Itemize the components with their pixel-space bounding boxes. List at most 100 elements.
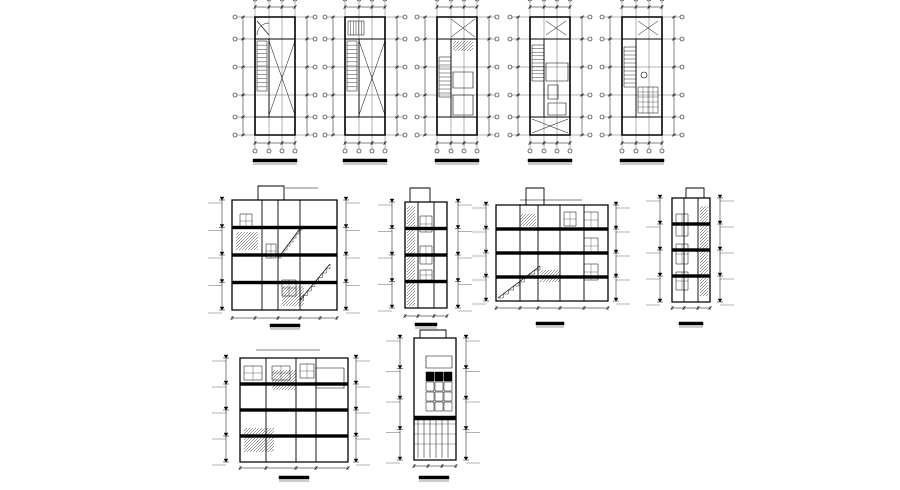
level-markers bbox=[343, 197, 360, 313]
exterior-wall bbox=[437, 17, 477, 135]
grid-bubble bbox=[293, 0, 297, 1]
window-opening bbox=[676, 244, 688, 264]
grid-bubble bbox=[660, 0, 664, 1]
grid-bubble bbox=[660, 149, 664, 153]
elevations-row bbox=[212, 330, 480, 481]
grid-bubble bbox=[508, 115, 512, 119]
floor-finish bbox=[453, 41, 473, 51]
hatch-pattern bbox=[520, 214, 536, 226]
window-opening bbox=[300, 364, 314, 378]
dimension-line bbox=[254, 141, 297, 145]
balcony bbox=[316, 368, 344, 388]
window-opening bbox=[240, 214, 252, 228]
grid-bubble bbox=[508, 15, 512, 19]
grid-bubble bbox=[233, 15, 237, 19]
grid-bubble bbox=[588, 133, 592, 137]
floor-plan-5 bbox=[600, 0, 684, 164]
facade-window bbox=[426, 402, 434, 411]
grid-bubble bbox=[495, 15, 499, 19]
window-opening bbox=[676, 272, 688, 290]
window-opening bbox=[584, 212, 598, 228]
window-opening bbox=[584, 264, 598, 280]
grid-bubble bbox=[233, 37, 237, 41]
grid-bubble bbox=[462, 0, 466, 1]
section-a bbox=[208, 186, 360, 329]
grid-bubble bbox=[323, 115, 327, 119]
dimension-line bbox=[436, 141, 479, 145]
view-title-bar bbox=[528, 159, 572, 162]
stair-run bbox=[439, 57, 451, 97]
window-opening bbox=[420, 246, 432, 264]
grid-bubble bbox=[542, 149, 546, 153]
level-markers bbox=[455, 199, 472, 311]
dimension-line bbox=[608, 16, 612, 137]
grid-bubble bbox=[253, 0, 257, 1]
exterior-wall bbox=[530, 17, 570, 135]
view-title-bar bbox=[343, 159, 387, 162]
floor-slab bbox=[232, 226, 337, 229]
grid-bubble bbox=[280, 149, 284, 153]
grid-bubble bbox=[528, 0, 532, 1]
grid-bubble bbox=[495, 37, 499, 41]
grid-bubble bbox=[293, 149, 297, 153]
facade-window bbox=[444, 402, 452, 411]
grid-bubble bbox=[415, 65, 419, 69]
level-markers bbox=[717, 195, 734, 305]
grid-bubble bbox=[680, 15, 684, 19]
section-stair bbox=[278, 226, 302, 258]
dimension-line bbox=[254, 5, 297, 9]
grid-bubble bbox=[313, 115, 317, 119]
roof-stair-box bbox=[410, 188, 430, 202]
facade-window bbox=[426, 372, 434, 381]
view-title-bar bbox=[253, 159, 297, 162]
level-markers bbox=[378, 199, 395, 311]
view-title-bar bbox=[620, 159, 664, 162]
facade-window bbox=[444, 382, 452, 391]
grid-bubble bbox=[680, 133, 684, 137]
floor-plan-3 bbox=[415, 0, 499, 164]
grid-bubble bbox=[555, 0, 559, 1]
grid-bubble bbox=[233, 115, 237, 119]
floor-plans-row bbox=[233, 0, 684, 164]
roof-stair-box bbox=[258, 186, 284, 200]
dimension-line bbox=[621, 141, 664, 145]
floor-slab bbox=[496, 228, 608, 231]
grid-bubble bbox=[620, 0, 624, 1]
level-markers bbox=[386, 335, 403, 463]
grid-bubble bbox=[495, 65, 499, 69]
grid-bubble bbox=[680, 65, 684, 69]
grid-bubble bbox=[435, 0, 439, 1]
dimension-line bbox=[671, 306, 712, 310]
grid-bubble bbox=[383, 0, 387, 1]
grid-bubble bbox=[495, 93, 499, 97]
facade-window bbox=[426, 382, 434, 391]
exterior-wall bbox=[345, 17, 385, 135]
dimension-line bbox=[239, 466, 350, 470]
void-below bbox=[546, 21, 566, 35]
floor-slab bbox=[240, 409, 348, 412]
grid-bubble bbox=[600, 93, 604, 97]
grid-bubble bbox=[508, 93, 512, 97]
bathroom bbox=[546, 63, 568, 81]
void-below bbox=[269, 41, 295, 115]
grid-bubble bbox=[680, 93, 684, 97]
level-markers bbox=[353, 355, 370, 465]
grid-bubble bbox=[508, 133, 512, 137]
grid-bubble bbox=[253, 149, 257, 153]
grid-bubble bbox=[634, 0, 638, 1]
grid-bubble bbox=[528, 149, 532, 153]
elevation-front bbox=[212, 350, 370, 481]
grid-bubble bbox=[233, 133, 237, 137]
grid-bubble bbox=[233, 93, 237, 97]
view-title-bar bbox=[270, 324, 300, 327]
grid-bubble bbox=[680, 115, 684, 119]
floor-plan-2 bbox=[323, 0, 407, 164]
bathroom bbox=[453, 72, 473, 88]
section-b bbox=[378, 188, 472, 328]
grid-bubble bbox=[588, 93, 592, 97]
dimension-line bbox=[495, 306, 610, 310]
grid-bubble bbox=[323, 65, 327, 69]
section-stair bbox=[498, 266, 540, 298]
grid-bubble bbox=[343, 0, 347, 1]
door-swing bbox=[257, 23, 269, 35]
